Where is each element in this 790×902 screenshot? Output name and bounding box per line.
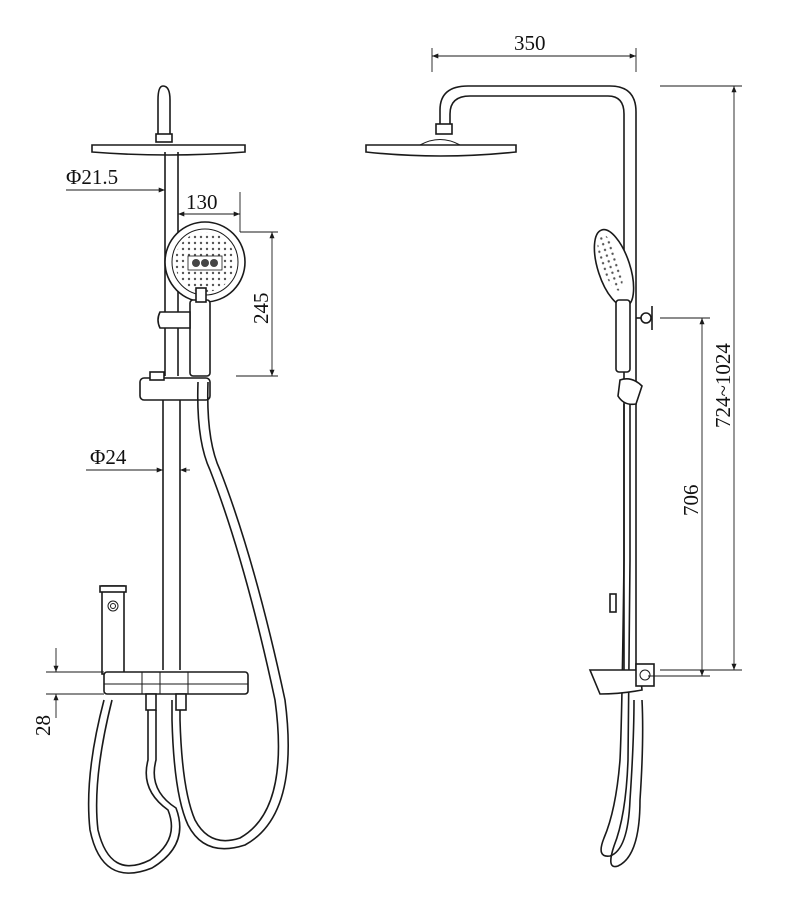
front-dimensions: Φ21.5 130 245 Φ24 28 — [31, 165, 278, 736]
hand-shower-front — [164, 221, 246, 377]
overhead-arm-front — [157, 85, 171, 136]
dim-shelf-thickness: 28 — [31, 715, 55, 736]
slider-bracket — [139, 377, 211, 401]
overhead-shower-head-front — [91, 144, 246, 156]
shelf-front — [103, 671, 249, 695]
hand-shower-side — [593, 228, 635, 373]
dim-hand-shower-width: 130 — [186, 190, 218, 214]
dim-hand-shower-height: 245 — [249, 293, 273, 325]
hose-front — [179, 381, 280, 842]
rod-clip — [157, 311, 191, 329]
diverter-tube — [101, 585, 125, 675]
dim-total-height: 724~1024 — [711, 343, 735, 428]
dim-phi-rod-upper: Φ21.5 — [66, 165, 118, 189]
dim-top-arm-width: 350 — [514, 31, 546, 55]
slider-side — [617, 378, 643, 406]
overhead-arm-side — [439, 85, 637, 670]
dim-phi-rod-lower: Φ24 — [90, 445, 127, 469]
shelf-side — [588, 669, 643, 695]
head-connector — [155, 133, 173, 143]
side-dimensions: 350 724~1024 706 — [431, 31, 742, 677]
overhead-shower-head-side — [365, 144, 517, 157]
dim-rod-height: 706 — [679, 485, 703, 517]
front-view — [87, 85, 290, 874]
side-view — [365, 85, 655, 868]
